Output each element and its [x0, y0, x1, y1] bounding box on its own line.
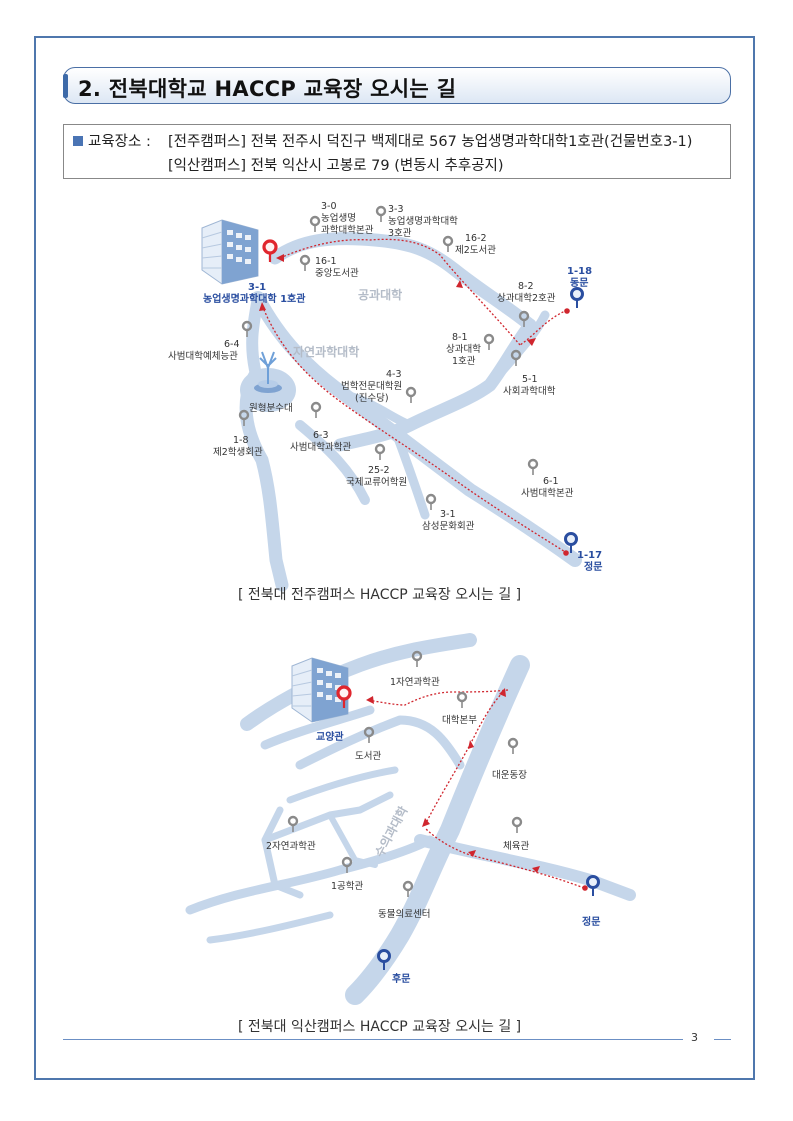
svg-text:5-1: 5-1	[522, 374, 538, 385]
svg-text:6-4: 6-4	[224, 339, 240, 350]
svg-text:대운동장: 대운동장	[492, 770, 527, 781]
east-gate-code: 1-18	[567, 266, 592, 277]
east-gate-name: 동문	[570, 277, 588, 289]
fountain-label: 원형분수대	[249, 403, 293, 414]
svg-text:제2학생회관: 제2학생회관	[213, 447, 263, 458]
svg-text:농업생명: 농업생명	[321, 212, 356, 224]
section-title: 2. 전북대학교 HACCP 교육장 오시는 길	[78, 77, 457, 101]
svg-text:1-8: 1-8	[233, 435, 249, 446]
svg-text:1호관: 1호관	[452, 356, 476, 367]
page-number: 3	[691, 1031, 698, 1044]
zone-engineering: 공과대학	[358, 287, 402, 302]
main-gate-code: 1-17	[577, 550, 602, 561]
bullet-square-icon	[73, 136, 83, 146]
page-frame	[34, 36, 755, 1080]
svg-text:사범대학본관: 사범대학본관	[521, 488, 574, 499]
svg-text:(진수당): (진수당)	[355, 393, 389, 404]
svg-text:상과대학2호관: 상과대학2호관	[497, 293, 556, 304]
location-jeonju: [전주캠퍼스] 전북 전주시 덕진구 백제대로 567 농업생명과학대학1호관(…	[168, 134, 693, 150]
svg-text:8-1: 8-1	[452, 332, 468, 343]
svg-text:16-1: 16-1	[315, 256, 337, 267]
svg-text:6-3: 6-3	[313, 430, 329, 441]
iksan-main-gate-label: 정문	[582, 915, 600, 928]
iksan-map-caption: [ 전북대 익산캠퍼스 HACCP 교육장 오시는 길 ]	[238, 1019, 522, 1035]
location-label: 교육장소 :	[88, 134, 151, 150]
svg-text:중앙도서관: 중앙도서관	[315, 267, 359, 279]
fountain-icon	[254, 351, 282, 393]
jeonju-poi-labels: 3-0 농업생명 과학대학본관 3-3 농업생명과학대학 3호관 16-2 제2…	[168, 201, 574, 532]
svg-text:사범대학예체능관: 사범대학예체능관	[168, 351, 238, 362]
iksan-poi-labels: 1자연과학관 대학본부 도서관 대운동장 2자연과학관 체육관 1공학관 동물의…	[266, 677, 529, 920]
svg-text:제2도서관: 제2도서관	[455, 245, 496, 256]
svg-text:대학본부: 대학본부	[442, 715, 477, 726]
svg-text:2자연과학관: 2자연과학관	[266, 841, 316, 852]
svg-text:국제교류어학원: 국제교류어학원	[346, 477, 407, 488]
svg-text:6-1: 6-1	[543, 476, 559, 487]
svg-text:도서관: 도서관	[355, 751, 381, 762]
destination-name: 농업생명과학대학 1호관	[203, 292, 306, 305]
destination-code: 3-1	[248, 282, 266, 293]
iksan-route-arrows	[366, 688, 588, 891]
footer-divider	[63, 1039, 683, 1040]
svg-text:25-2: 25-2	[368, 465, 390, 476]
location-iksan: [익산캠퍼스] 전북 익산시 고봉로 79 (변동시 추후공지)	[168, 158, 504, 174]
back-gate-label: 후문	[392, 972, 410, 985]
main-gate-name: 정문	[584, 560, 602, 573]
svg-text:1자연과학관: 1자연과학관	[390, 677, 440, 688]
svg-text:법학전문대학원: 법학전문대학원	[341, 381, 402, 392]
svg-text:체육관: 체육관	[503, 841, 529, 852]
jeonju-map-caption: [ 전북대 전주캠퍼스 HACCP 교육장 오시는 길 ]	[238, 587, 522, 603]
svg-text:사범대학과학관: 사범대학과학관	[290, 442, 351, 453]
svg-text:상과대학: 상과대학	[446, 344, 481, 355]
svg-text:4-3: 4-3	[386, 369, 402, 380]
svg-text:1공학관: 1공학관	[331, 881, 364, 892]
section-title-bar: 2. 전북대학교 HACCP 교육장 오시는 길	[63, 67, 731, 104]
jeonju-route-arrows	[259, 254, 570, 556]
svg-text:3-3: 3-3	[388, 204, 404, 215]
svg-text:과학대학본관: 과학대학본관	[321, 225, 374, 236]
svg-text:16-2: 16-2	[465, 233, 487, 244]
svg-text:삼성문화회관: 삼성문화회관	[422, 521, 475, 532]
zone-natural-science: 자연과학대학	[293, 344, 359, 359]
iksan-main-gate-pin-icon	[586, 875, 600, 898]
iksan-roads	[185, 633, 636, 1005]
iksan-route	[367, 689, 585, 889]
svg-text:8-2: 8-2	[518, 281, 534, 292]
svg-text:농업생명과학대학: 농업생명과학대학	[388, 215, 458, 227]
svg-text:3-0: 3-0	[321, 201, 337, 212]
svg-text:사회과학대학: 사회과학대학	[503, 386, 556, 397]
location-info-box: 교육장소 : [전주캠퍼스] 전북 전주시 덕진구 백제대로 567 농업생명과…	[63, 124, 731, 179]
footer-divider-tail	[714, 1039, 731, 1040]
svg-text:3-1: 3-1	[440, 509, 456, 520]
jeonju-route	[261, 238, 568, 554]
svg-text:동물의료센터: 동물의료센터	[378, 909, 430, 920]
kyoyang-label: 교양관	[316, 730, 344, 743]
svg-text:3호관: 3호관	[388, 228, 412, 239]
